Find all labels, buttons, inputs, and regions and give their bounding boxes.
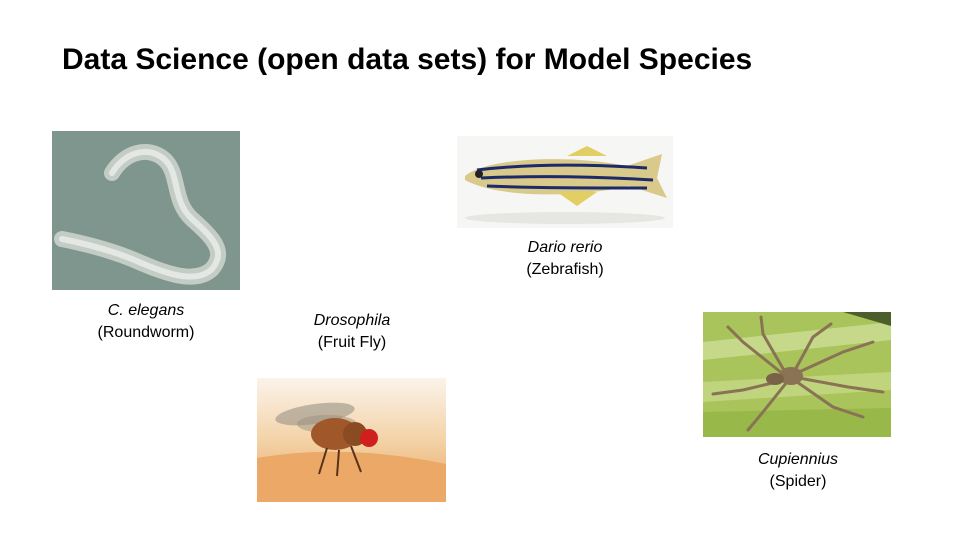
roundworm-caption: C. elegans (Roundworm)	[76, 300, 216, 344]
roundworm-photo	[52, 131, 240, 290]
fruit-fly-scientific-name: Drosophila	[313, 312, 391, 329]
roundworm-scientific-name: C. elegans	[107, 302, 185, 319]
zebrafish-photo	[457, 136, 673, 228]
zebrafish-caption: Dario rerio (Zebrafish)	[495, 237, 635, 281]
spider-scientific-name: Cupiennius	[757, 451, 839, 468]
fruit-fly-photo	[257, 378, 446, 502]
spider-common-name: (Spider)	[769, 473, 827, 490]
zebrafish-scientific-name: Dario rerio	[527, 239, 603, 256]
fruit-fly-common-name: (Fruit Fly)	[317, 334, 387, 351]
fruit-fly-caption: Drosophila (Fruit Fly)	[282, 310, 422, 354]
spider-photo	[703, 312, 891, 437]
roundworm-common-name: (Roundworm)	[97, 324, 195, 341]
spider-caption: Cupiennius (Spider)	[728, 449, 868, 493]
zebrafish-common-name: (Zebrafish)	[526, 261, 604, 278]
slide-title: Data Science (open data sets) for Model …	[62, 43, 753, 76]
